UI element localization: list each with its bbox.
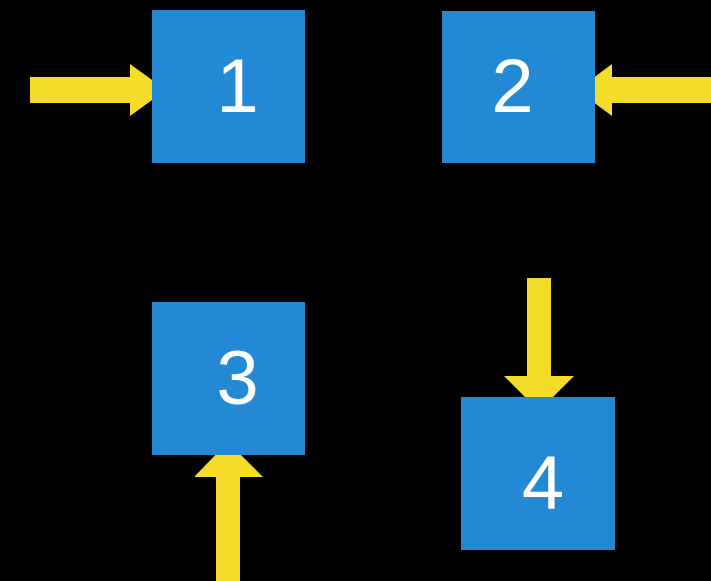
arrow-down-into-node-4 [504,278,574,411]
node-label-2: 2 [491,44,534,129]
node-label-3: 3 [216,335,259,421]
arrow-left-into-node-2 [577,64,711,116]
arrow-up-into-node-3 [195,442,263,581]
node-box-4[interactable]: 4 [461,397,615,550]
node-box-2[interactable]: 2 [442,11,595,163]
node-label-4: 4 [521,440,565,526]
node-box-1[interactable]: 1 [152,10,305,163]
node-label-1: 1 [216,43,259,129]
arrow-right-into-node-1 [30,64,166,116]
node-box-3[interactable]: 3 [152,302,305,455]
